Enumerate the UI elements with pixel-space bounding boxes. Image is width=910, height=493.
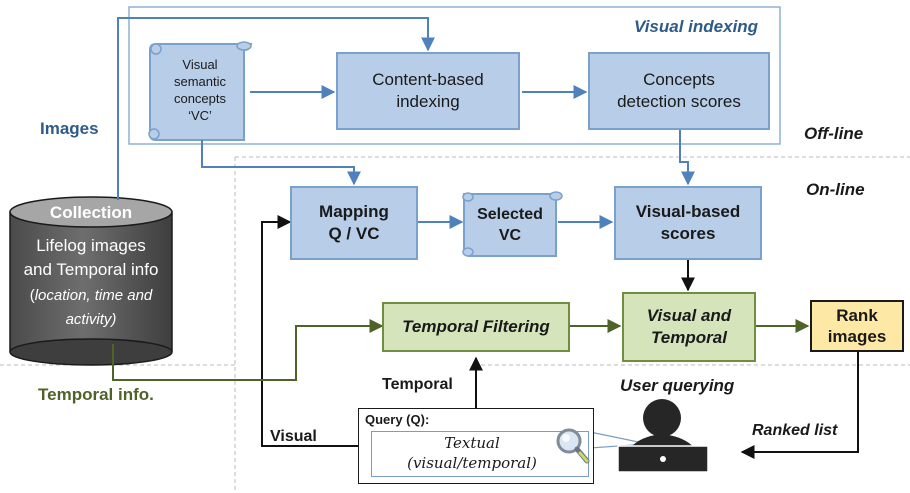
- vc-scroll-shape: [148, 41, 252, 141]
- rank-line-1: Rank: [836, 306, 878, 325]
- visual-indexing-label: Visual indexing: [634, 17, 759, 36]
- query-line-2: (visual/temporal): [407, 454, 537, 472]
- visual-and-temporal-box: Visual and Temporal: [622, 292, 756, 362]
- rank-images-box: Rank images: [810, 300, 904, 352]
- visual-temporal-line-1: Visual and: [646, 306, 732, 325]
- vc-line-3: concepts: [173, 91, 227, 106]
- collection-title: Collection: [49, 203, 133, 222]
- images-label: Images: [40, 119, 99, 138]
- selected-vc-scroll-shape: [462, 191, 563, 257]
- visual-indexing-frame: [128, 6, 781, 145]
- content-based-indexing-box: Content-based indexing: [336, 52, 520, 130]
- query-title: Query (Q):: [365, 412, 430, 427]
- visual-based-scores-box: Visual-based scores: [614, 186, 762, 260]
- collection-line-1: Lifelog images: [36, 236, 146, 255]
- collection-line-3-italic: location, time and: [34, 287, 153, 304]
- collection-line-4: activity): [65, 311, 117, 328]
- arrow-query-visual: [261, 215, 358, 447]
- visual-scores-line-2: scores: [660, 224, 716, 243]
- ranked-list-label: Ranked list: [752, 422, 838, 439]
- collection-line-2: and Temporal info: [23, 260, 159, 279]
- selected-vc-text: Selected VC: [477, 204, 543, 246]
- vc-line-1: Visual: [182, 57, 218, 72]
- collection-line-3-pre: (: [29, 287, 35, 304]
- query-box: Query (Q): Textual (visual/temporal): [358, 408, 594, 484]
- selected-vc-line-1: Selected: [477, 206, 543, 223]
- arrow-collection-to-indexing: [117, 17, 435, 200]
- temporal-info-label: Temporal info.: [38, 385, 154, 404]
- visual-label: Visual: [270, 428, 317, 445]
- selected-vc-line-2: VC: [498, 227, 522, 244]
- visual-temporal-line-2: Temporal: [651, 328, 727, 347]
- concept-scores-line-2: detection scores: [617, 92, 741, 111]
- query-text-field[interactable]: Textual (visual/temporal): [371, 431, 589, 477]
- mapping-line-2: Q / VC: [328, 224, 380, 243]
- concept-scores-line-1: Concepts: [643, 70, 715, 89]
- temporal-label: Temporal: [382, 376, 453, 393]
- collection-line-3: (location, time and: [30, 287, 153, 304]
- magnifier-icon: [556, 428, 590, 464]
- temporal-filtering-box: Temporal Filtering: [382, 302, 570, 352]
- arrow-ranked-list: [740, 352, 859, 459]
- vc-line-4: ‘VC’: [188, 108, 212, 123]
- collection-cylinder: [9, 196, 173, 366]
- arrow-scores-to-visual: [679, 130, 695, 186]
- user-icon: [617, 399, 709, 473]
- vc-line-2: semantic: [173, 74, 227, 89]
- user-querying-label: User querying: [620, 376, 735, 395]
- mapping-line-1: Mapping: [319, 202, 389, 221]
- online-label: On-line: [806, 180, 865, 199]
- mapping-box: Mapping Q / VC: [290, 186, 418, 260]
- query-line-1: Textual: [444, 434, 500, 452]
- arrow-temporal-info: [112, 319, 384, 381]
- visual-scores-line-1: Visual-based: [635, 202, 741, 221]
- content-indexing-line-2: indexing: [396, 92, 460, 111]
- content-indexing-line-1: Content-based: [372, 70, 484, 89]
- vc-scroll-text: Visual semantic concepts ‘VC’: [174, 56, 226, 124]
- offline-label: Off-line: [804, 124, 864, 143]
- concepts-detection-scores-box: Concepts detection scores: [588, 52, 770, 130]
- arrow-vc-to-mapping: [201, 140, 361, 186]
- rank-line-2: images: [827, 327, 887, 346]
